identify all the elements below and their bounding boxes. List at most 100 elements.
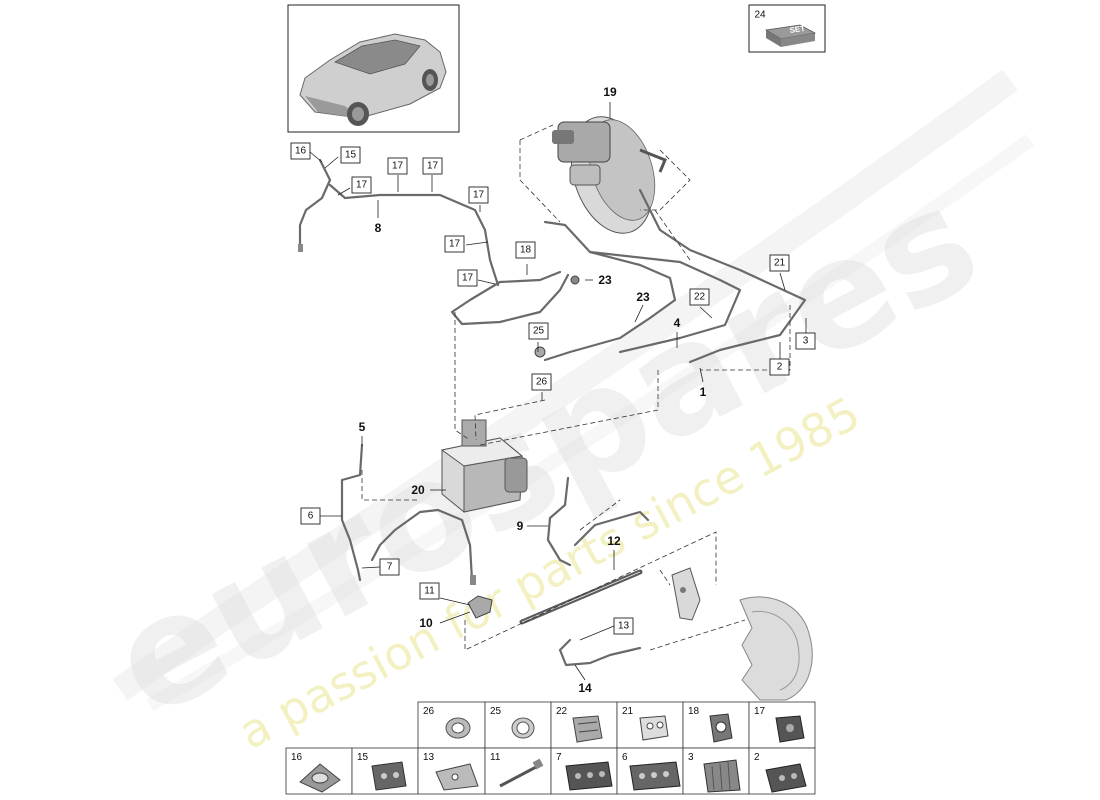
part-number: 3	[688, 752, 694, 763]
callout-15-box	[340, 146, 361, 164]
callout-26-box	[531, 373, 552, 391]
grommet-icon	[299, 763, 341, 793]
callout-17-box	[444, 235, 465, 253]
callout-15: 15	[345, 150, 357, 161]
callout-17-box	[351, 176, 372, 194]
callout-25-box	[528, 322, 549, 340]
parts-cell: 2	[748, 747, 816, 795]
set-kit-icon: SET	[764, 24, 817, 47]
pipe-clip-icon	[565, 761, 613, 791]
callout-11-box	[419, 582, 440, 600]
callout-8: 8	[375, 221, 382, 235]
callout-6-box	[300, 507, 321, 525]
washer-ring-icon	[511, 717, 535, 739]
suv-car-icon	[299, 33, 447, 126]
part-number: 11	[490, 752, 501, 763]
callout-22-box	[689, 288, 710, 306]
callout-17: 17	[427, 161, 439, 172]
callout-7: 7	[387, 562, 393, 573]
part-number: 16	[291, 752, 303, 763]
parts-cell: 26	[417, 701, 486, 749]
callout-3-box	[795, 332, 816, 350]
callout-22: 22	[694, 292, 706, 303]
leader-lines	[309, 102, 807, 681]
callout-3: 3	[803, 336, 809, 347]
pipe-clip-icon	[371, 761, 407, 791]
parts-cell: 6	[616, 747, 684, 795]
callout-21-box	[769, 254, 790, 272]
parts-cell: 22	[550, 701, 618, 749]
callout-7-box	[379, 558, 400, 576]
part-number: 25	[490, 706, 502, 717]
bracket-icon	[435, 763, 479, 791]
callout-6: 6	[308, 511, 314, 522]
set-box-number: 24	[754, 10, 766, 21]
callout-2-box	[769, 358, 790, 376]
callout-14: 14	[578, 681, 592, 695]
part-number: 21	[622, 706, 634, 717]
callout-17-box	[422, 157, 443, 175]
part-number: 22	[556, 706, 568, 717]
dashed-guide-lines	[361, 124, 791, 651]
callout-26: 26	[536, 377, 548, 388]
parts-cell: 7	[550, 747, 618, 795]
abs-hydraulic-unit	[440, 419, 528, 513]
callout-17-box	[387, 157, 408, 175]
callout-12: 12	[607, 534, 621, 548]
pipe-clip-icon	[639, 715, 669, 741]
vehicle-thumbnail	[287, 4, 460, 133]
callouts: 16 15 17 17 17 17 17 17 8 18 19 23 23 25…	[290, 85, 816, 695]
part-number: 18	[688, 706, 700, 717]
callout-17: 17	[462, 273, 474, 284]
clip-icon	[775, 715, 805, 743]
callout-13: 13	[618, 621, 630, 632]
callout-11: 11	[424, 586, 435, 597]
callout-23: 23	[598, 273, 612, 287]
callout-16-box	[290, 142, 311, 160]
callout-18: 18	[520, 245, 532, 256]
callout-4: 4	[674, 316, 681, 330]
part-number: 13	[423, 752, 435, 763]
part-number: 6	[622, 752, 628, 763]
part-number: 26	[423, 706, 435, 717]
pipe-clip-icon	[572, 715, 603, 743]
callout-17: 17	[449, 239, 461, 250]
part-number: 2	[754, 752, 760, 763]
part-number: 15	[357, 752, 369, 763]
clip-icon	[765, 763, 807, 793]
callout-5: 5	[359, 420, 366, 434]
screw-icon	[499, 758, 544, 788]
callout-10: 10	[419, 616, 433, 630]
part-number: 7	[556, 752, 562, 763]
watermark-brand: eurospares	[85, 153, 1004, 752]
callout-16: 16	[295, 146, 307, 157]
callout-23: 23	[636, 290, 650, 304]
brake-booster	[552, 116, 667, 234]
callout-2: 2	[777, 362, 783, 373]
set-label: SET	[789, 24, 806, 35]
callout-17-box	[457, 269, 478, 287]
parts-cell: 13	[417, 747, 486, 795]
parts-cell: 25	[484, 701, 552, 749]
rubber-block-icon	[703, 759, 741, 793]
callout-19: 19	[603, 85, 617, 99]
parts-cell: 16	[285, 747, 353, 795]
parts-cell: 3	[682, 747, 750, 795]
parts-cell: 21	[616, 701, 684, 749]
callout-17-box	[468, 186, 489, 204]
part-number: 17	[754, 706, 766, 717]
callout-20: 20	[411, 483, 425, 497]
set-kit-box: 24 SET	[748, 4, 826, 53]
callout-13-box	[613, 617, 634, 635]
bracket-holder-icon	[709, 713, 733, 743]
washer-ring-icon	[445, 717, 471, 739]
parts-table: 26 25 22 21	[285, 701, 816, 795]
callout-17: 17	[473, 190, 485, 201]
parts-cell: 18	[682, 701, 750, 749]
parts-cell: 11	[484, 747, 552, 795]
parts-cell: 15	[351, 747, 419, 795]
parts-cell: 17	[748, 701, 816, 749]
callout-9: 9	[517, 519, 524, 533]
callout-17: 17	[392, 161, 404, 172]
